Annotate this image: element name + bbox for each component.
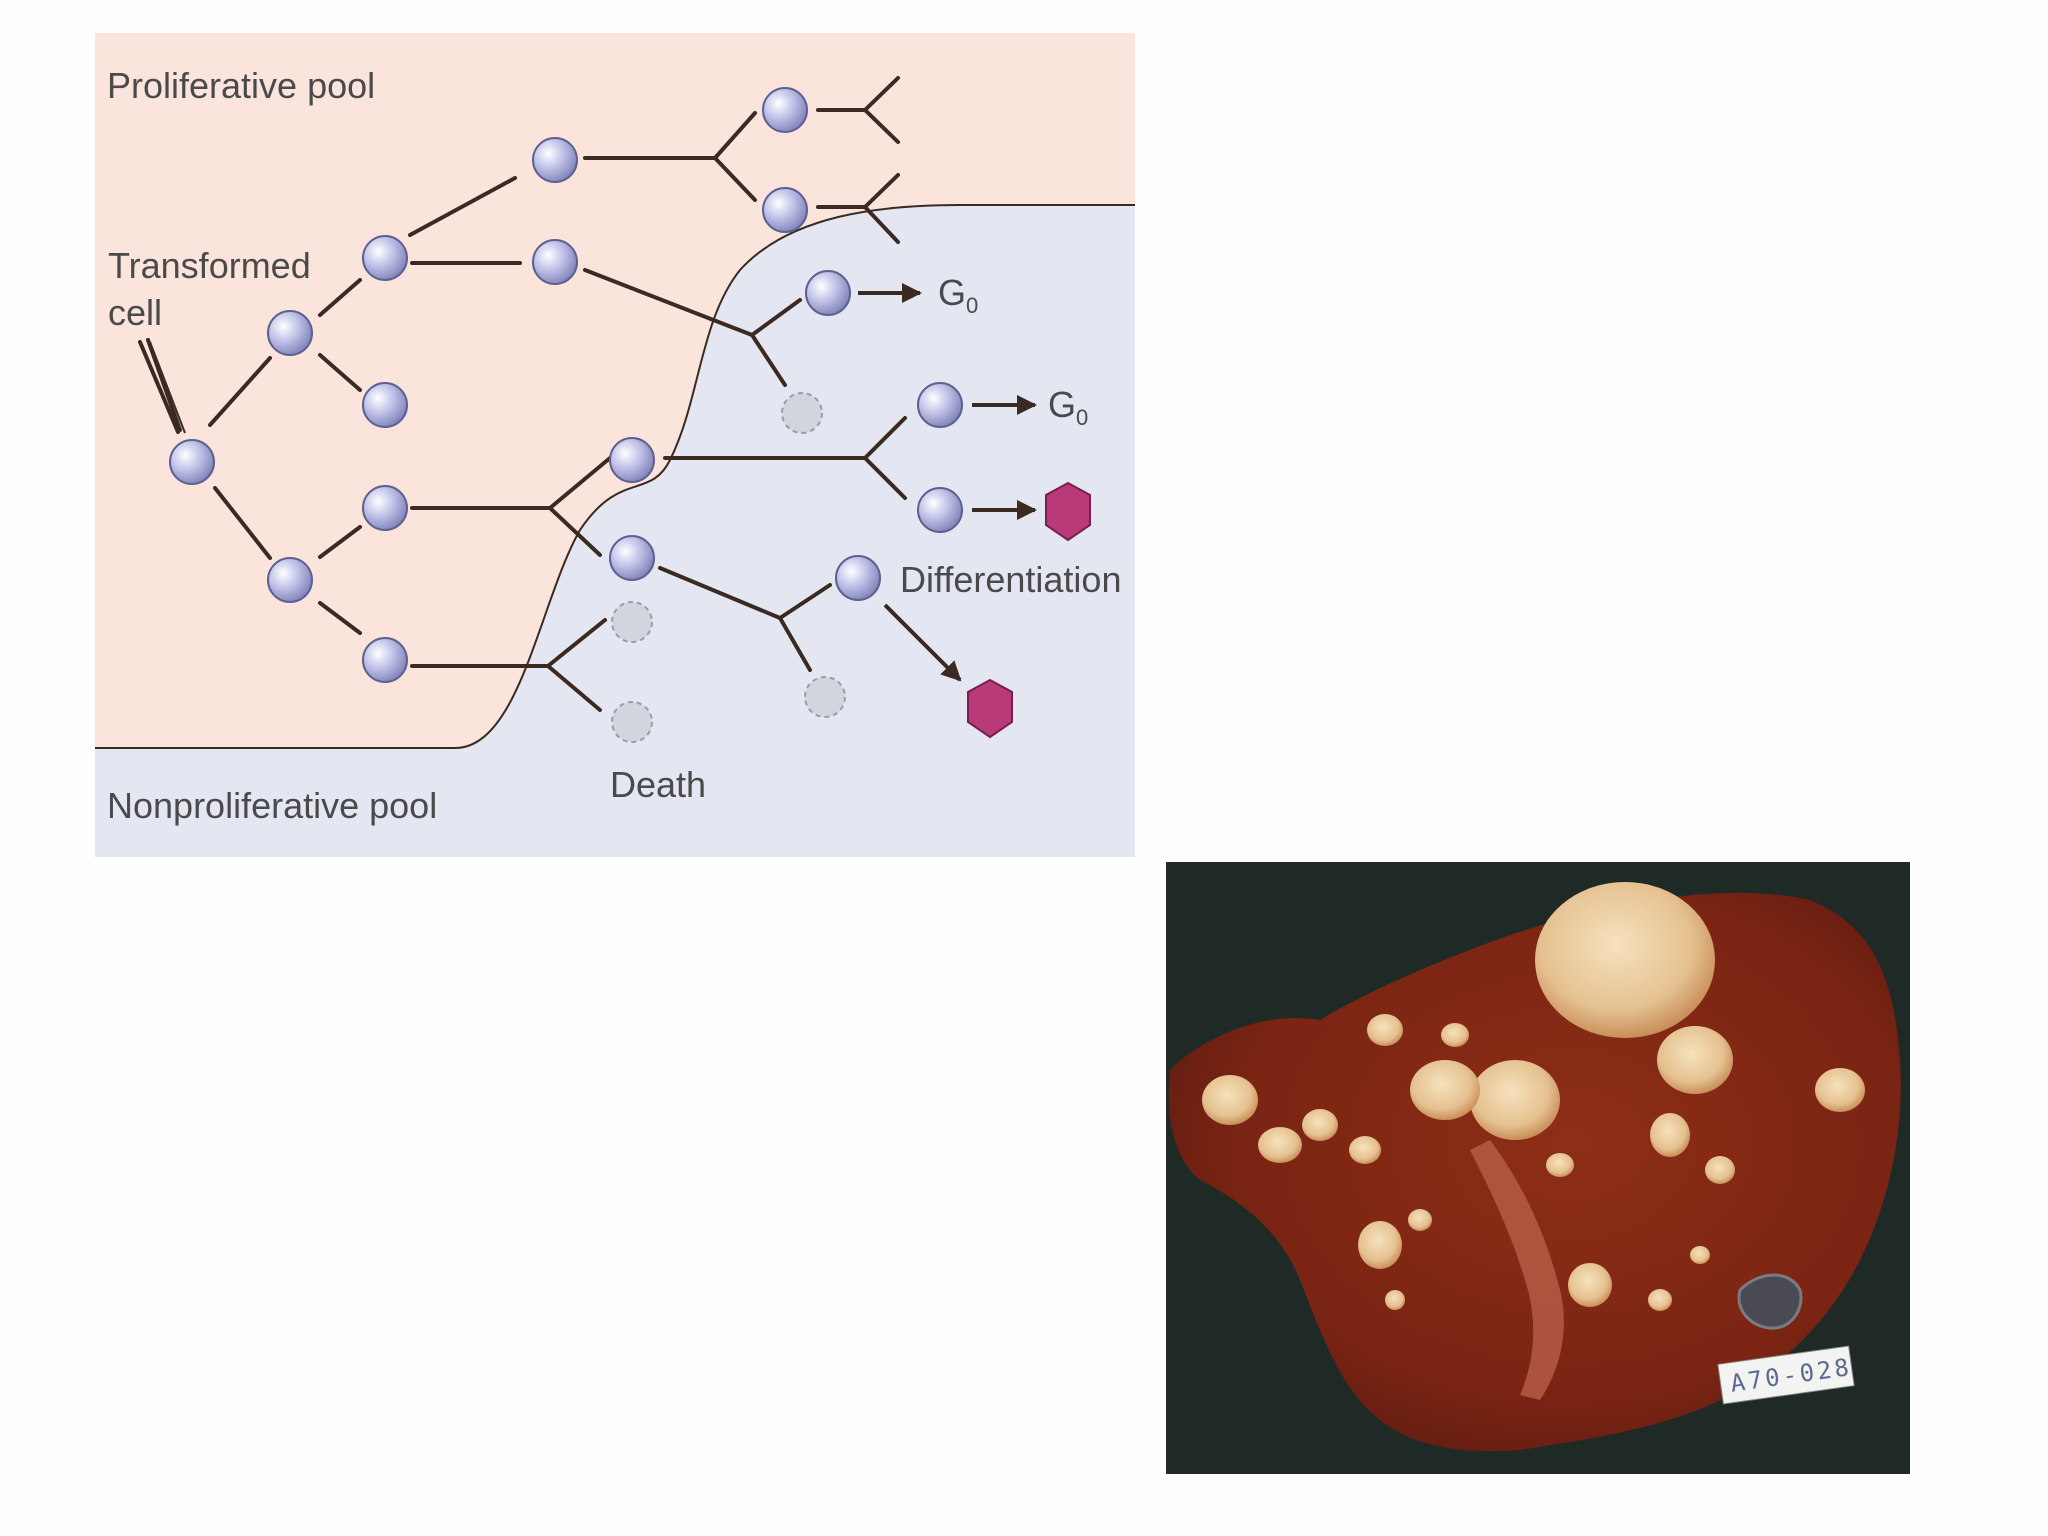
dead-cell [804, 676, 846, 718]
cell [805, 270, 851, 316]
hepatic-vein-opening [1737, 1273, 1803, 1330]
cell [267, 557, 313, 603]
dead-cell [781, 392, 823, 434]
g0-label-top: G0 [938, 272, 978, 318]
cell [609, 535, 655, 581]
nonproliferative-pool-label: Nonproliferative pool [107, 785, 437, 826]
hilum-structure [1470, 1140, 1564, 1400]
cell [267, 310, 313, 356]
arrow-to-differentiated-bottom [883, 603, 962, 682]
cell [917, 487, 963, 533]
dead-cell [611, 601, 653, 643]
specimen-tag: A70-028 [1717, 1345, 1855, 1405]
cell-kinetics-diagram: Proliferative pool Transformed cell Nonp… [95, 33, 1135, 857]
cell [917, 382, 963, 428]
cell [762, 187, 808, 233]
proliferative-pool-label: Proliferative pool [107, 65, 375, 106]
dead-cells [611, 392, 846, 743]
g0-label-mid: G0 [1048, 384, 1088, 430]
liver-tissue [1168, 892, 1901, 1452]
cell [362, 637, 408, 683]
cell [362, 485, 408, 531]
metastatic-nodules [1202, 882, 1865, 1311]
cell-transformed [169, 439, 215, 485]
cell [762, 87, 808, 133]
death-label: Death [610, 764, 706, 805]
differentiation-label: Differentiation [900, 559, 1121, 600]
cell [362, 235, 408, 281]
cell [609, 437, 655, 483]
dead-cell [611, 701, 653, 743]
transformed-cell-label-line2: cell [108, 292, 162, 333]
transformed-cell-label-line1: Transformed [108, 245, 311, 286]
live-cells [169, 87, 963, 683]
cell [835, 555, 881, 601]
nonproliferative-pool-region [95, 205, 1135, 857]
cell [362, 382, 408, 428]
cell [532, 137, 578, 183]
differentiated-cell [967, 678, 1013, 739]
cell [532, 239, 578, 285]
differentiated-cell [1045, 481, 1091, 542]
liver-specimen-photo: A70-028 [1166, 862, 1910, 1474]
